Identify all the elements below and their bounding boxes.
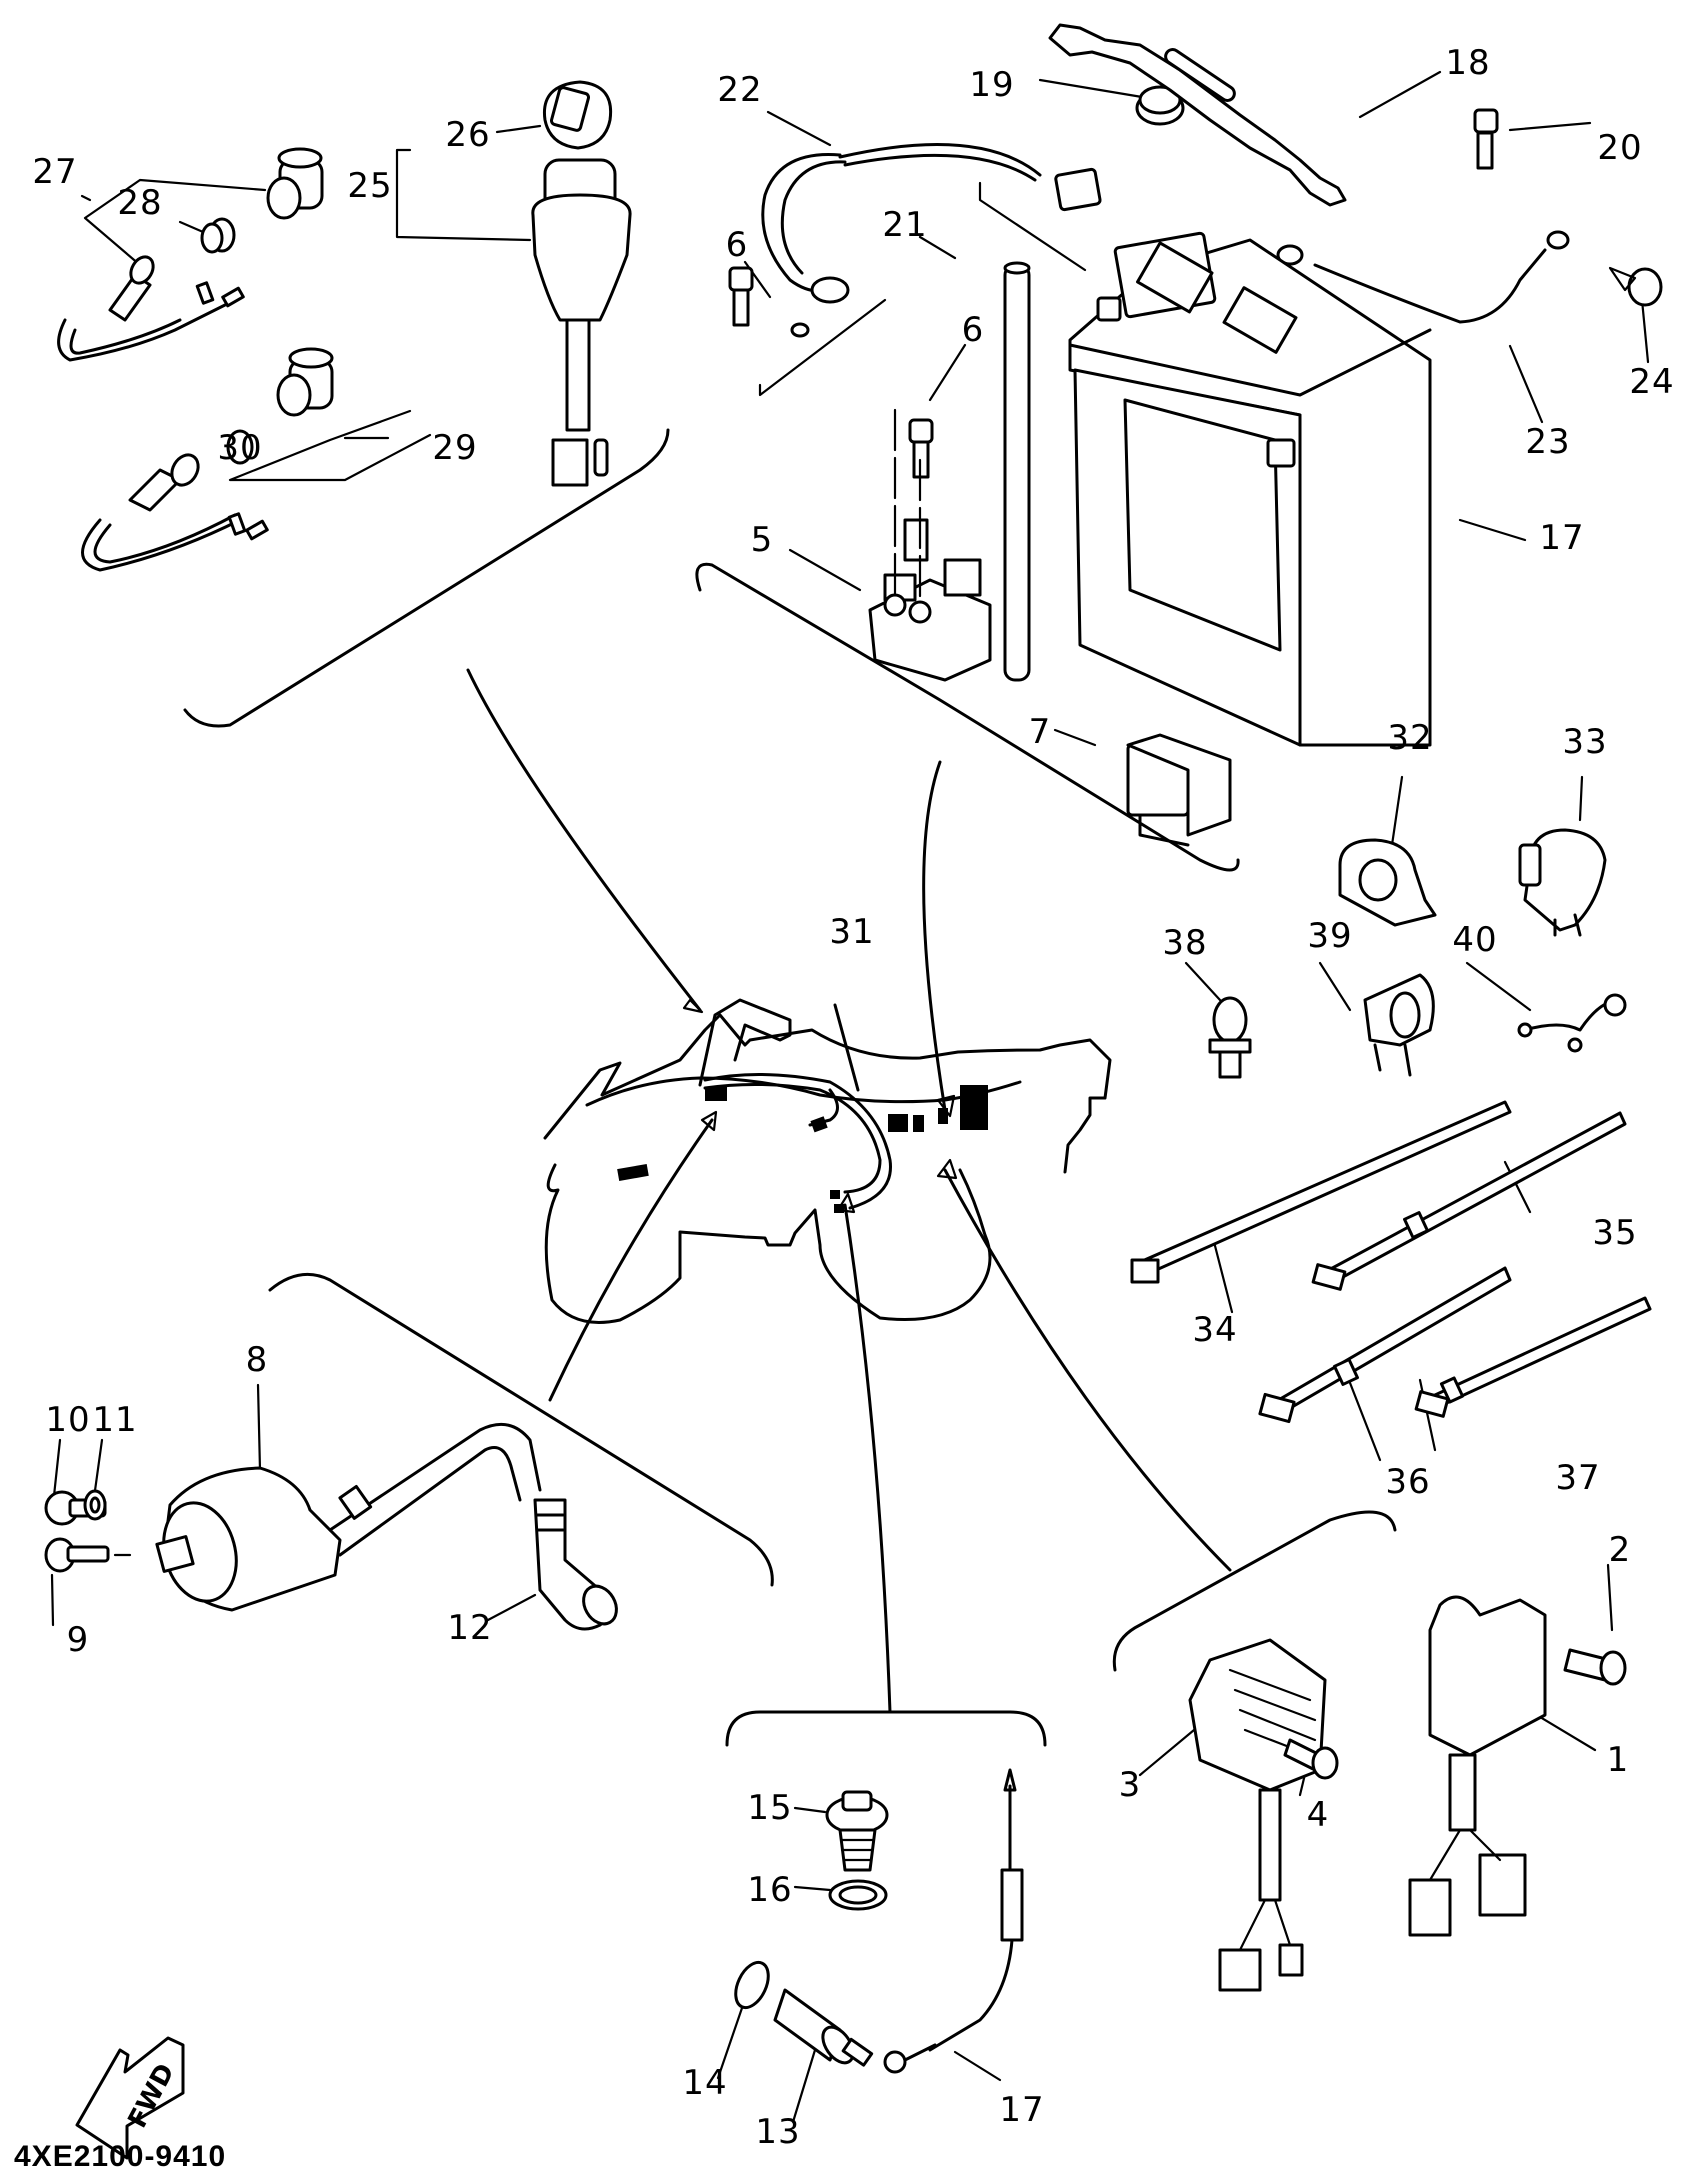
callout-27[interactable]: 26 <box>445 115 491 155</box>
part-cable-tie-37 <box>1258 1266 1512 1424</box>
part-clamp-34 <box>1518 828 1607 937</box>
group-bracket-bottom-right <box>936 1158 1397 1672</box>
callout-32[interactable]: 31 <box>829 912 875 952</box>
part-relay-7 <box>1126 733 1232 847</box>
callout-19[interactable]: 18 <box>1445 43 1491 83</box>
callout-14[interactable]: 14 <box>682 2063 728 2103</box>
part-bolt-6b <box>908 418 934 479</box>
part-gasket-16 <box>828 1879 888 1911</box>
callout-34[interactable]: 33 <box>1562 722 1608 762</box>
callout-6-right[interactable]: 6 <box>961 310 985 350</box>
callout-1[interactable]: 1 <box>1606 1740 1630 1780</box>
part-cable-tie-36 <box>1311 1111 1627 1291</box>
callout-41[interactable]: 40 <box>1452 920 1498 960</box>
part-thermo-switch <box>773 1988 874 2067</box>
callout-37[interactable]: 36 <box>1385 1462 1431 1502</box>
part-washer-11 <box>83 1489 107 1521</box>
part-cap-29 <box>200 217 236 254</box>
group-bracket-bottom <box>725 1192 1047 1747</box>
callout-16[interactable]: 16 <box>747 1870 793 1910</box>
part-bolt-6a <box>728 266 754 327</box>
callout-33[interactable]: 32 <box>1387 718 1433 758</box>
callout-24[interactable]: 23 <box>1525 422 1571 462</box>
part-gasket-14 <box>734 1960 770 2010</box>
diagram-code: 4XE2100-9410 <box>14 2140 227 2173</box>
vehicle-outline <box>543 998 1112 1324</box>
callout-11[interactable]: 11 <box>92 1400 138 1440</box>
callout-18[interactable]: 17 <box>1539 518 1585 558</box>
callout-4[interactable]: 4 <box>1306 1795 1330 1835</box>
part-battery-band <box>1048 23 1347 207</box>
part-elbow-cap-28 <box>266 147 324 220</box>
part-clamp-33 <box>1338 838 1437 927</box>
callout-31[interactable]: 30 <box>217 428 263 468</box>
callout-29[interactable]: 28 <box>117 183 163 223</box>
part-bolt-4 <box>1283 1738 1339 1780</box>
part-bolt-2 <box>1563 1648 1627 1686</box>
part-bolt-9 <box>44 1537 132 1573</box>
callout-2[interactable]: 2 <box>1608 1530 1632 1570</box>
part-cable-tie-35 <box>1130 1100 1512 1284</box>
part-battery <box>1068 231 1432 747</box>
part-clamp-40 <box>1363 973 1435 1077</box>
part-neutral-switch <box>57 255 245 362</box>
callout-12[interactable]: 12 <box>447 1608 493 1648</box>
group-bracket-top-left <box>183 428 704 1014</box>
callout-36[interactable]: 35 <box>1592 1213 1638 1253</box>
callout-9[interactable]: 9 <box>66 1620 90 1660</box>
part-main-switch <box>531 80 632 487</box>
part-starter-relay <box>868 408 992 682</box>
part-reverse-switch <box>81 347 334 572</box>
callout-7[interactable]: 7 <box>1028 712 1052 752</box>
part-minus-lead <box>1276 230 1570 324</box>
callout-38[interactable]: 37 <box>1555 1458 1601 1498</box>
part-cable-tie-38 <box>1414 1296 1652 1418</box>
callout-21[interactable]: 20 <box>1597 128 1643 168</box>
part-clamp-39 <box>1208 996 1252 1079</box>
callout-28[interactable]: 27 <box>32 152 78 192</box>
group-bracket-left-mid <box>268 1110 774 1587</box>
part-bolt-21 <box>1473 108 1499 170</box>
part-clip-25 <box>1608 266 1663 307</box>
callout-8[interactable]: 8 <box>245 1340 269 1380</box>
callout-5[interactable]: 5 <box>750 520 774 560</box>
part-thermo-unit <box>825 1790 889 1872</box>
callout-20[interactable]: 19 <box>969 65 1015 105</box>
part-breather-pipe <box>1003 261 1031 682</box>
part-rectifier-regulator <box>1188 1638 1327 1992</box>
callout-13[interactable]: 13 <box>755 2112 801 2152</box>
part-cap-20 <box>1135 85 1185 126</box>
callout-6-left[interactable]: 6 <box>725 225 749 265</box>
part-starter-lead <box>761 143 1102 338</box>
callout-23[interactable]: 22 <box>717 70 763 110</box>
part-igniter-unit <box>1408 1595 1547 1937</box>
callout-17[interactable]: 17 <box>999 2090 1045 2130</box>
callout-15[interactable]: 15 <box>747 1788 793 1828</box>
callout-40[interactable]: 39 <box>1307 916 1353 956</box>
part-clamp-41 <box>1517 993 1627 1053</box>
callout-10[interactable]: 10 <box>45 1400 91 1440</box>
part-spark-plug-cap <box>533 1498 618 1631</box>
callout-22[interactable]: 21 <box>882 205 928 245</box>
callout-30[interactable]: 29 <box>432 428 478 468</box>
callout-35[interactable]: 34 <box>1192 1310 1238 1350</box>
harness-connector-mark <box>705 1087 727 1101</box>
callout-39[interactable]: 38 <box>1162 923 1208 963</box>
callout-3[interactable]: 3 <box>1118 1765 1142 1805</box>
part-ignition-coil <box>155 1422 542 1612</box>
callout-25[interactable]: 24 <box>1629 362 1675 402</box>
leader-lines <box>50 70 1650 2124</box>
callout-26[interactable]: 25 <box>347 166 393 206</box>
part-lead-17 <box>883 1768 1024 2074</box>
